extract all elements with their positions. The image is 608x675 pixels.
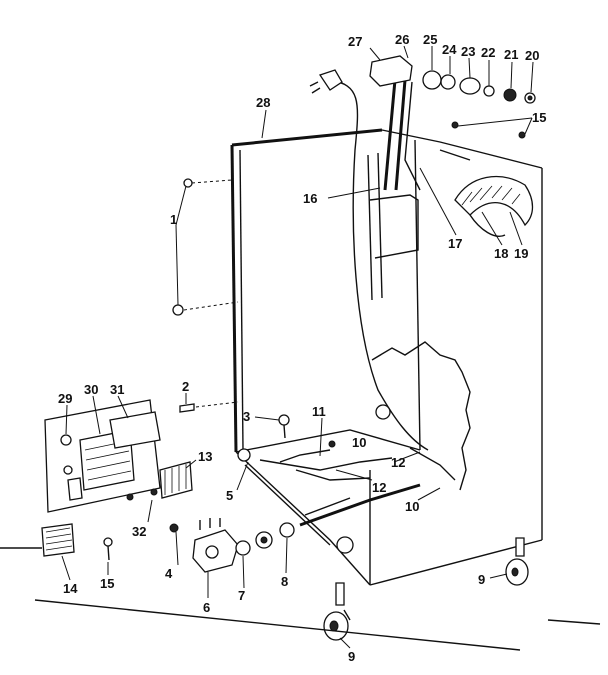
caster-front <box>323 582 351 641</box>
callout-15-top: 15 <box>532 110 546 125</box>
callout-11: 11 <box>312 404 326 419</box>
callout-2: 2 <box>182 379 189 394</box>
callout-20: 20 <box>525 48 539 63</box>
screw-15-bottom <box>103 537 113 561</box>
callout-10-top: 10 <box>352 435 366 450</box>
callout-21: 21 <box>504 47 518 62</box>
callout-29: 29 <box>58 391 72 406</box>
transmission-bracket <box>439 149 534 237</box>
callout-labels: 1 2 3 4 5 6 7 8 9 9 10 10 11 12 12 13 14… <box>58 32 546 664</box>
callout-13: 13 <box>198 449 212 464</box>
callout-16: 16 <box>303 191 317 206</box>
callout-14: 14 <box>63 581 78 596</box>
screw-3 <box>278 414 290 439</box>
callout-10-right: 10 <box>405 499 419 514</box>
callout-7: 7 <box>238 588 245 603</box>
callout-9-front: 9 <box>348 649 355 664</box>
pump-assembly <box>169 483 421 573</box>
cabinet-frame <box>230 128 543 586</box>
floor-line <box>34 599 521 651</box>
leader-lines <box>61 45 534 649</box>
callout-25: 25 <box>423 32 437 47</box>
callout-30: 30 <box>84 382 98 397</box>
callout-23: 23 <box>461 44 475 59</box>
switch-14 <box>0 523 75 557</box>
callout-28: 28 <box>256 95 270 110</box>
callout-32: 32 <box>132 524 146 539</box>
callout-3: 3 <box>243 409 250 424</box>
linkage-assembly <box>237 404 456 554</box>
callout-12-right: 12 <box>391 455 405 470</box>
callout-6: 6 <box>203 600 210 615</box>
callout-31: 31 <box>110 382 124 397</box>
screw-group-1 <box>172 178 239 316</box>
callout-19: 19 <box>514 246 528 261</box>
callout-15-bottom: 15 <box>100 576 114 591</box>
callout-5: 5 <box>226 488 233 503</box>
floor-line-right <box>547 619 601 625</box>
control-panel-assembly <box>44 399 161 513</box>
callout-8: 8 <box>281 574 288 589</box>
callout-26: 26 <box>395 32 409 47</box>
screw-2 <box>179 401 239 413</box>
callout-24: 24 <box>442 42 457 57</box>
callout-27: 27 <box>348 34 362 49</box>
screw-group-15 <box>451 121 526 139</box>
callout-1: 1 <box>170 212 177 227</box>
callout-12-center: 12 <box>372 480 386 495</box>
caster-rear <box>505 537 529 586</box>
callout-9-rear: 9 <box>478 572 485 587</box>
callout-18: 18 <box>494 246 508 261</box>
callout-4: 4 <box>165 566 173 581</box>
terminal-block <box>159 461 193 499</box>
callout-17: 17 <box>448 236 462 251</box>
callout-22: 22 <box>481 45 495 60</box>
cord-and-tube-assembly <box>309 55 536 451</box>
